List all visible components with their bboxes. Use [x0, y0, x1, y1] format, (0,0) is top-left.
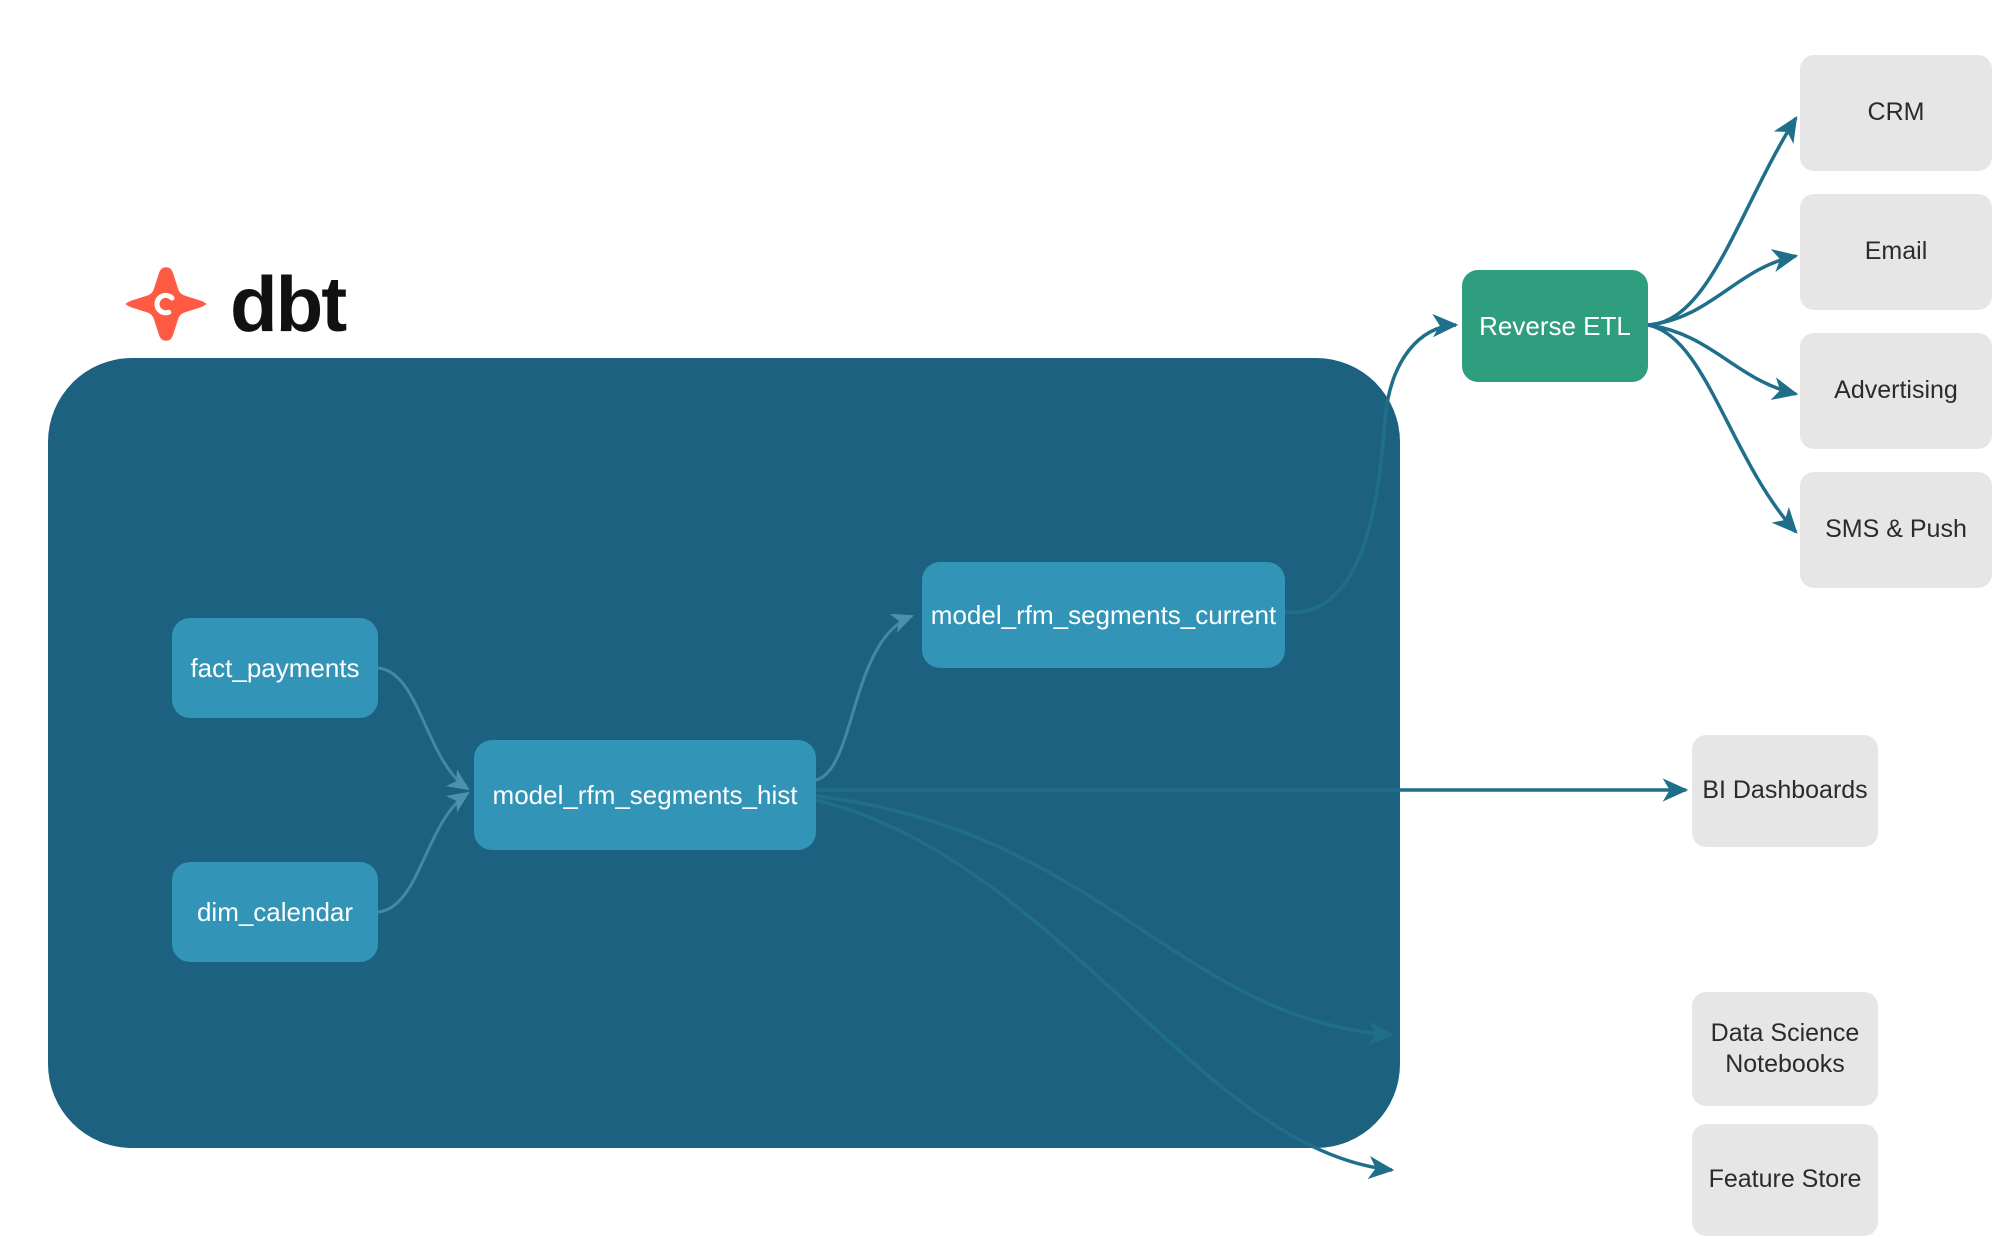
destination-node-label: CRM [1867, 98, 1925, 127]
edge-reverse-etl-to-advertising [1647, 323, 1799, 401]
destination-node-feature-store[interactable]: Feature Store [1692, 1124, 1878, 1236]
model-node-label: model_rfm_segments_hist [492, 779, 798, 810]
destination-node-label: Email [1864, 237, 1928, 266]
dbt-x-logo-icon [125, 267, 207, 341]
edge-reverse-etl-to-email [1647, 249, 1799, 327]
dbt-wordmark: dbt [230, 260, 347, 348]
model-node-label: dim_calendar [196, 896, 354, 927]
edge-dim-calendar-to-hist [377, 791, 470, 914]
destination-node-email[interactable]: Email [1800, 194, 1992, 310]
edge-current-to-reverse-etl [1284, 314, 1459, 614]
model-node-label: model_rfm_segments_current [930, 599, 1277, 630]
edge-fact-payments-to-hist [377, 666, 470, 791]
destination-node-label: SMS & Push [1825, 515, 1967, 544]
edge-hist-to-current [815, 613, 914, 782]
destination-node-label: Feature Store [1708, 1165, 1862, 1194]
model-node-model-rfm-segments-hist[interactable]: model_rfm_segments_hist [474, 740, 816, 850]
transform-node-reverse-etl[interactable]: Reverse ETL [1462, 270, 1648, 382]
edge-reverse-etl-to-crm [1647, 116, 1798, 327]
destination-node-label: Data Science Notebooks [1710, 1018, 1860, 1078]
dbt-logo: dbt [120, 258, 347, 350]
transform-node-label: Reverse ETL [1479, 310, 1631, 341]
destination-node-advertising[interactable]: Advertising [1800, 333, 1992, 449]
destination-node-label: BI Dashboards [1702, 776, 1868, 805]
model-node-label: fact_payments [190, 652, 360, 683]
destination-node-crm[interactable]: CRM [1800, 55, 1992, 171]
destination-node-label: Advertising [1834, 376, 1958, 405]
edge-hist-to-feature-store [815, 798, 1395, 1180]
edge-reverse-etl-to-sms-push [1647, 323, 1798, 534]
destination-node-bi-dashboards[interactable]: BI Dashboards [1692, 735, 1878, 847]
model-node-model-rfm-segments-current[interactable]: model_rfm_segments_current [922, 562, 1285, 668]
model-node-dim-calendar[interactable]: dim_calendar [172, 862, 378, 962]
edge-hist-to-data-science-notebooks [815, 794, 1395, 1045]
model-node-fact-payments[interactable]: fact_payments [172, 618, 378, 718]
destination-node-data-science-notebooks[interactable]: Data Science Notebooks [1692, 992, 1878, 1106]
destination-node-sms-push[interactable]: SMS & Push [1800, 472, 1992, 588]
